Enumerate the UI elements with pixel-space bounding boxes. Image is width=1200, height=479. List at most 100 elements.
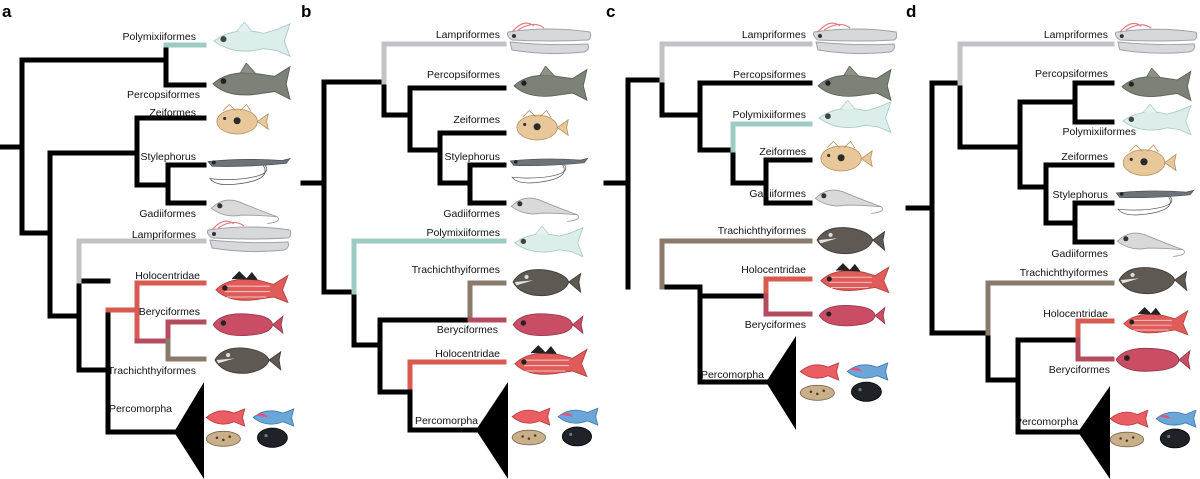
grenadier-illustration	[1117, 233, 1184, 256]
label-percopsiformes: Percopsiformes	[127, 89, 200, 101]
branch	[303, 82, 504, 430]
label-lampriformes: Lampriformes	[1044, 29, 1108, 41]
label-holocentridae: Holocentridae	[135, 270, 200, 282]
beardfish-illustration	[214, 22, 290, 56]
label-beryciformes: Beryciformes	[745, 319, 806, 331]
label-percopsiformes: Percopsiformes	[1035, 68, 1108, 80]
percomorpha-wedge	[1078, 386, 1110, 479]
label-holocentridae: Holocentridae	[435, 348, 500, 360]
percomorph-group-illustration	[512, 408, 598, 446]
alfonsino-illustration	[1116, 348, 1190, 371]
fangtooth-illustration	[817, 228, 885, 254]
branch-holocentridae	[1078, 321, 1112, 340]
squirrelfish-illustration	[216, 272, 288, 303]
troutperch-illustration	[818, 66, 891, 100]
label-lampriformes: Lampriformes	[742, 29, 806, 41]
troutperch-illustration	[514, 66, 587, 100]
panel-c: c Lampriformes Percopsiformes Polymixiif…	[606, 2, 897, 430]
label-percomorpha: Percomorpha	[701, 369, 764, 381]
beardfish-illustration	[819, 100, 891, 132]
label-stylephorus: Stylephorus	[445, 151, 500, 163]
tree-c	[606, 44, 810, 382]
label-stylephorus: Stylephorus	[141, 151, 196, 163]
troutperch-illustration	[213, 63, 290, 99]
label-beryciformes: Beryciformes	[437, 324, 498, 336]
dory-illustration	[217, 104, 268, 134]
panel-label-c: c	[606, 2, 615, 21]
label-polymixiiformes: Polymixiiformes	[1062, 126, 1136, 138]
label-gadiiformes: Gadiiformes	[1051, 248, 1108, 260]
label-trachichthyiformes: Trachichthyiformes	[718, 225, 806, 237]
percomorph-group-illustration	[1110, 410, 1196, 448]
squirrelfish-illustration	[821, 264, 889, 293]
panel-d: d Lampriformes Percopsiformes Polymixiif…	[906, 2, 1197, 479]
fangtooth-illustration	[215, 348, 281, 373]
label-zeiformes: Zeiformes	[759, 146, 806, 158]
label-gadiiformes: Gadiiformes	[443, 208, 500, 220]
label-stylephorus: Stylephorus	[1053, 189, 1108, 201]
label-lampriformes: Lampriformes	[132, 229, 196, 241]
dory-illustration	[1123, 145, 1176, 175]
label-zeiformes: Zeiformes	[1061, 151, 1108, 163]
panel-b: b Lampriformes Percopsiformes Zeiformes …	[301, 2, 598, 479]
label-polymixiiformes: Polymixiiformes	[426, 227, 500, 239]
fangtooth-illustration	[513, 270, 581, 296]
percomorpha-wedge	[766, 336, 796, 430]
label-polymixiiformes: Polymixiiformes	[732, 109, 806, 121]
branch-beryciformes	[1078, 340, 1112, 359]
label-percomorpha: Percomorpha	[415, 415, 478, 427]
dory-illustration	[821, 141, 872, 171]
label-zeiformes: Zeiformes	[149, 107, 196, 119]
tube-eye-illustration	[208, 159, 290, 185]
branch-holocentridae	[410, 362, 504, 392]
grenadier-illustration	[211, 200, 278, 223]
label-trachichthyiformes: Trachichthyiformes	[412, 264, 500, 276]
label-gadiiformes: Gadiiformes	[139, 208, 196, 220]
grenadier-illustration	[815, 190, 882, 213]
tube-eye-illustration	[1116, 190, 1193, 215]
troutperch-illustration	[1122, 68, 1191, 100]
percomorpha-wedge	[174, 382, 204, 479]
percomorph-group-illustration	[206, 409, 293, 447]
oarfish-illustration	[1115, 23, 1196, 53]
label-holocentridae: Holocentridae	[1043, 308, 1108, 320]
oarfish-illustration	[814, 23, 897, 54]
branch-trachichthyiformes	[470, 283, 504, 320]
label-lampriformes: Lampriformes	[436, 29, 500, 41]
label-beryciformes: Beryciformes	[1049, 364, 1110, 376]
dory-illustration	[517, 110, 568, 140]
squirrelfish-illustration	[515, 346, 587, 377]
label-trachichthyiformes: Trachichthyiformes	[108, 365, 196, 377]
label-zeiformes: Zeiformes	[453, 114, 500, 126]
label-trachichthyiformes: Trachichthyiformes	[1020, 267, 1108, 279]
label-beryciformes: Beryciformes	[139, 306, 200, 318]
panel-label-b: b	[301, 2, 311, 21]
squirrelfish-illustration	[1124, 308, 1188, 335]
branch-beryciformes	[766, 296, 810, 314]
alfonsino-illustration	[513, 314, 583, 336]
oarfish-illustration	[508, 23, 591, 54]
panel-label-a: a	[2, 2, 12, 21]
label-polymixiiformes: Polymixiiformes	[122, 31, 196, 43]
fangtooth-illustration	[1119, 268, 1187, 294]
branch-holocentridae	[766, 279, 810, 296]
oarfish-illustration	[208, 221, 291, 252]
panel-label-d: d	[906, 2, 916, 21]
panel-a: a Polymixiiformes Percopsiformes Zeiform…	[0, 2, 294, 479]
percomorph-group-illustration	[800, 363, 887, 401]
grenadier-illustration	[511, 198, 578, 221]
branch-beryciformes	[137, 322, 204, 341]
alfonsino-illustration	[819, 305, 885, 325]
label-holocentridae: Holocentridae	[741, 264, 806, 276]
alfonsino-illustration	[213, 314, 283, 336]
label-gadiiformes: Gadiiformes	[749, 188, 806, 200]
tube-eye-illustration	[510, 158, 587, 183]
label-percopsiformes: Percopsiformes	[427, 69, 500, 81]
label-percomorpha: Percomorpha	[109, 403, 172, 415]
branch-trachichthyiformes	[168, 341, 204, 359]
label-percomorpha: Percomorpha	[1015, 416, 1078, 428]
label-percopsiformes: Percopsiformes	[733, 69, 806, 81]
percomorpha-wedge	[476, 382, 508, 479]
beardfish-illustration	[515, 226, 583, 257]
